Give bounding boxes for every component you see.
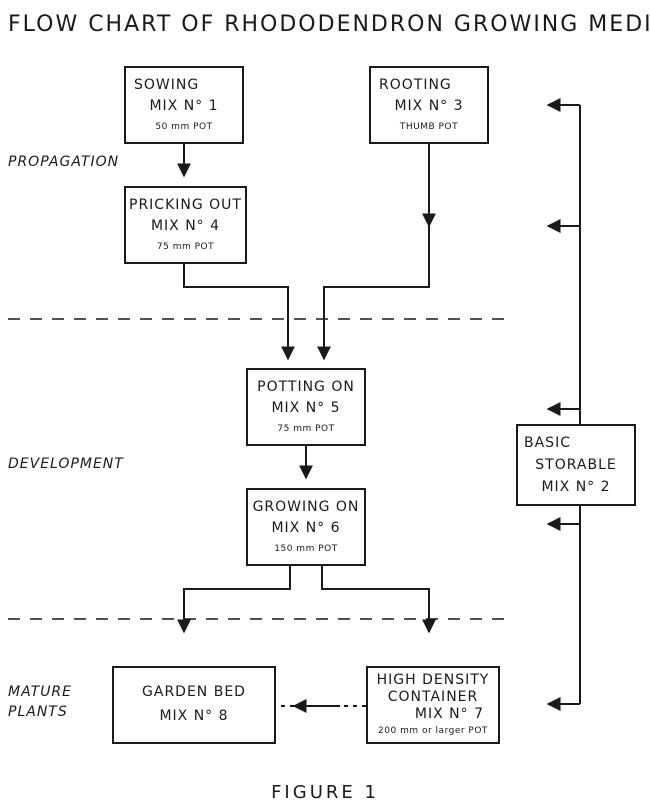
stage-label-propagation: PROPAGATION xyxy=(8,154,120,170)
box-rooting-line2: MIX N° 3 xyxy=(394,98,464,114)
box-basic-line2: STORABLE xyxy=(535,457,617,473)
figure-caption: FIGURE 1 xyxy=(271,782,379,803)
box-container-line4: 200 mm or larger POT xyxy=(378,726,488,736)
box-growing-line3: 150 mm POT xyxy=(274,544,338,554)
box-basic-line1: BASIC xyxy=(524,435,571,451)
box-garden-line2: MIX N° 8 xyxy=(159,708,229,724)
box-sowing-line1: SOWING xyxy=(134,77,200,93)
box-high-density-container: HIGH DENSITY CONTAINER MIX N° 7 200 mm o… xyxy=(366,666,500,744)
box-garden-bed: GARDEN BED MIX N° 8 xyxy=(112,666,276,744)
box-pricking-line2: MIX N° 4 xyxy=(150,218,221,234)
box-potting-on: POTTING ON MIX N° 5 75 mm POT xyxy=(246,368,366,446)
stage-label-mature-line2: PLANTS xyxy=(8,704,68,720)
box-container-line3: MIX N° 7 xyxy=(414,706,484,722)
box-pricking-line3: 75 mm POT xyxy=(156,242,215,252)
box-rooting: ROOTING MIX N° 3 THUMB POT xyxy=(369,66,489,144)
stage-label-mature-line1: MATURE xyxy=(8,684,73,700)
box-pricking-line1: PRICKING OUT xyxy=(129,197,242,213)
box-basic-storable: BASIC STORABLE MIX N° 2 xyxy=(516,424,636,506)
box-container-line2: CONTAINER xyxy=(387,689,479,705)
box-pricking-out: PRICKING OUT MIX N° 4 75 mm POT xyxy=(124,186,247,264)
stage-label-mature: MATURE PLANTS xyxy=(8,682,72,722)
box-growing-line1: GROWING ON xyxy=(252,499,360,515)
box-potting-line2: MIX N° 5 xyxy=(271,400,341,416)
box-growing-on: GROWING ON MIX N° 6 150 mm POT xyxy=(246,488,366,566)
line-rooting-to-potting xyxy=(317,226,430,361)
box-rooting-line3: THUMB POT xyxy=(399,122,459,132)
line-growing-to-garden xyxy=(177,566,291,634)
box-basic-line3: MIX N° 2 xyxy=(541,479,611,495)
diagram-title: FLOW CHART OF RHODODENDRON GROWING MEDIA xyxy=(8,12,650,37)
box-sowing: SOWING MIX N° 1 50 mm POT xyxy=(124,66,244,144)
box-growing-line2: MIX N° 6 xyxy=(271,520,341,536)
line-pricking-to-potting xyxy=(183,264,295,361)
line-growing-to-container xyxy=(321,566,436,634)
box-rooting-line1: ROOTING xyxy=(379,77,452,93)
stage-label-development: DEVELOPMENT xyxy=(8,456,124,472)
box-container-line1: HIGH DENSITY xyxy=(376,672,490,688)
box-garden-line1: GARDEN BED xyxy=(142,684,246,700)
box-sowing-line2: MIX N° 1 xyxy=(149,98,219,114)
box-potting-line1: POTTING ON xyxy=(257,379,355,395)
box-sowing-line3: 50 mm POT xyxy=(155,122,213,132)
box-potting-line3: 75 mm POT xyxy=(277,424,335,434)
